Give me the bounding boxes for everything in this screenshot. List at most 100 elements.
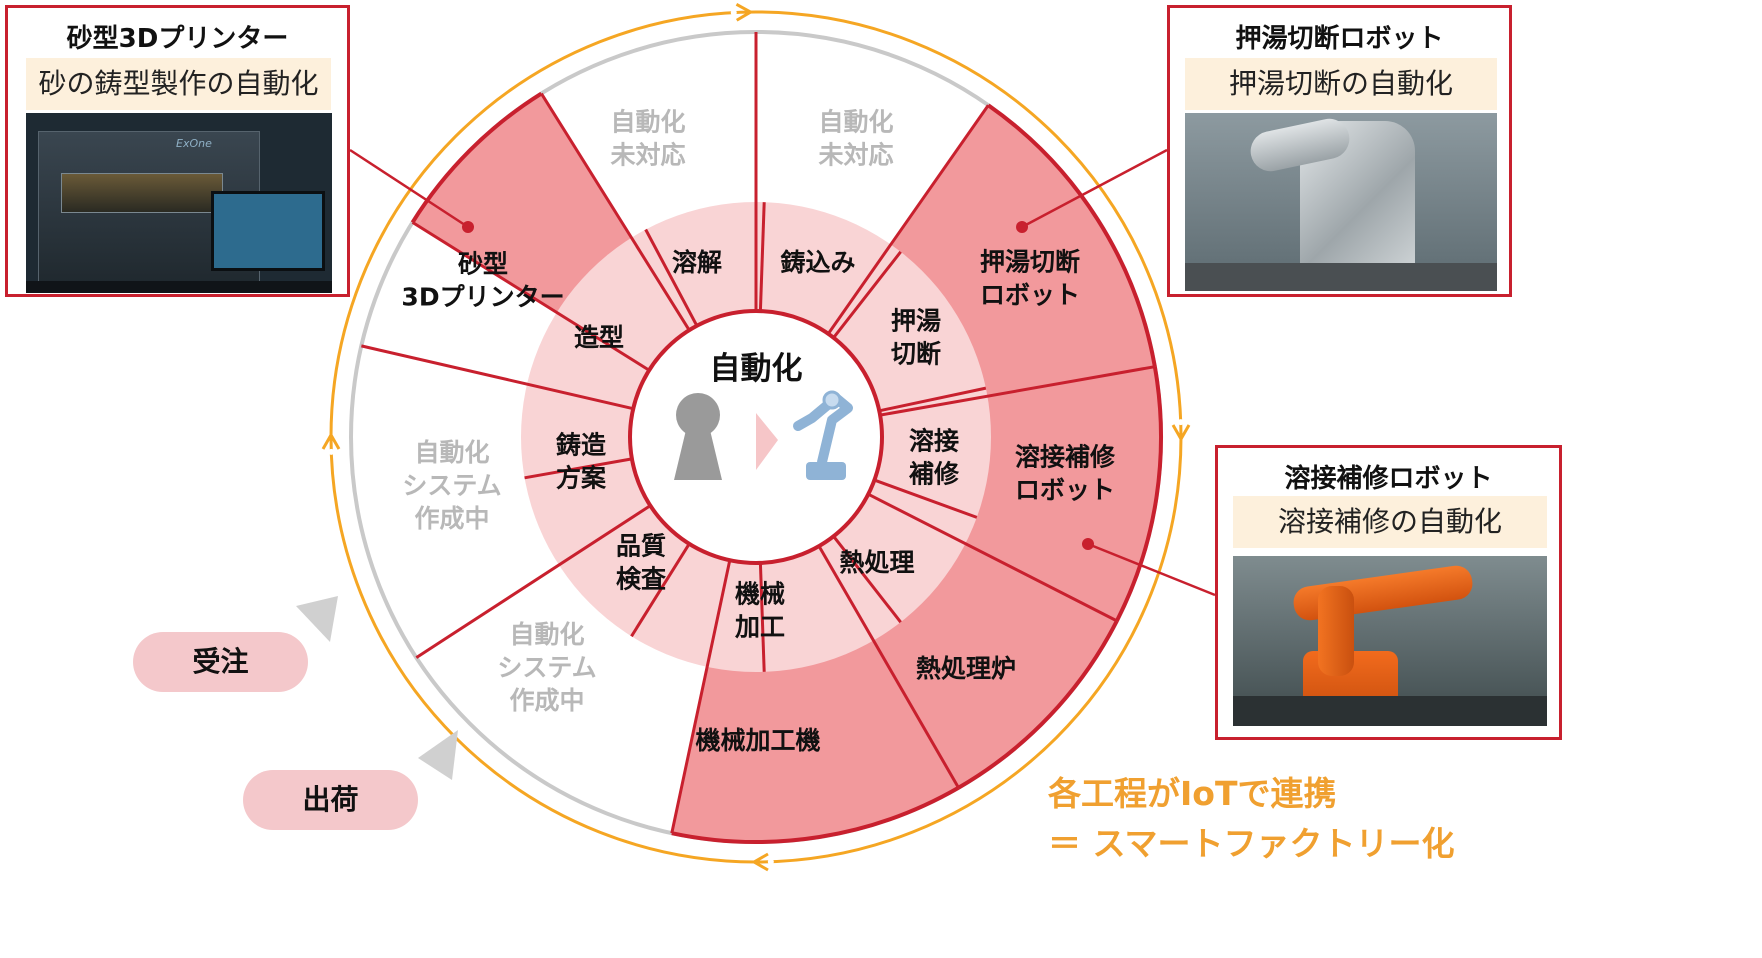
- iot-flow-ring: [321, 2, 1191, 872]
- segment-divider: [670, 559, 732, 834]
- arrow-chevron: [735, 2, 753, 22]
- ring-gap: [767, 858, 774, 865]
- outer-label-machine: 機械加工機: [695, 726, 820, 755]
- weld-robot-photo: [1233, 556, 1547, 726]
- inner-divider: [758, 202, 766, 312]
- callout-subtitle: 溶接補修の自動化: [1233, 496, 1547, 548]
- label-line: 未対応: [818, 140, 893, 169]
- label-line: 方案: [556, 463, 607, 492]
- inner-divider: [644, 228, 699, 327]
- label-line: 砂型: [458, 249, 508, 278]
- inner-divider: [630, 543, 691, 638]
- outer-label-weld: 溶接補修ロボット: [1015, 442, 1116, 504]
- outer-segment-machine: [672, 639, 958, 841]
- label-line: 品質: [616, 531, 666, 560]
- callout-title: 砂型3Dプリンター: [66, 24, 289, 54]
- outer-segment-cut: [890, 106, 1154, 397]
- outer-segment-edge: [410, 91, 543, 224]
- callout-subtitle: 押湯切断の自動化: [1185, 58, 1497, 110]
- label-line: 検査: [616, 564, 666, 593]
- ship-pill: 出荷: [243, 770, 418, 830]
- robot-upper-arm: [1318, 586, 1354, 676]
- ring-arrow-head: [735, 2, 753, 22]
- outer-label-left: 自動化システム作成中: [402, 438, 501, 533]
- outer-segment-weld: [964, 366, 1160, 621]
- outer-segment-heat: [873, 543, 1116, 787]
- inner-label: 造型: [574, 323, 624, 352]
- inner-label: 鋳込み: [780, 248, 855, 277]
- ring-arrow-head: [752, 852, 769, 872]
- label-line: 切断: [891, 339, 941, 368]
- sand-printer-photo: ExOne: [26, 113, 332, 293]
- inner-label: 鋳造方案: [556, 430, 607, 492]
- label-line: 溶解: [672, 248, 722, 277]
- outer-label-cut: 押湯切断ロボット: [980, 247, 1080, 309]
- outer-segment-edge: [957, 619, 1119, 790]
- label-line: 自動化: [509, 620, 584, 649]
- label-line: 自動化: [610, 107, 685, 136]
- inner-divider: [878, 386, 987, 413]
- ring-gap: [1177, 419, 1184, 426]
- outer-segment-edge: [671, 786, 960, 844]
- callout-subtitle: 砂の鋳型製作の自動化: [26, 58, 331, 110]
- label-line: システム: [402, 471, 501, 500]
- inner-label: 溶解: [672, 248, 722, 277]
- iot-line-1: 各工程がIoTで連携: [1048, 774, 1337, 813]
- inner-label: 熱処理: [839, 548, 914, 577]
- leader-lines: [296, 148, 1216, 780]
- label-line: 加工: [734, 612, 785, 641]
- label-line: システム: [497, 653, 596, 682]
- outer-segment-sand: [413, 94, 632, 313]
- segment-divider: [827, 104, 990, 335]
- robot-joint: [822, 390, 842, 410]
- label-line: 熱処理: [839, 548, 914, 577]
- label-line: 3Dプリンター: [401, 282, 564, 311]
- label-line: 作成中: [414, 504, 489, 533]
- inner-divider: [832, 250, 902, 339]
- inner-divider: [524, 457, 633, 480]
- callout-weld-robot: 溶接補修ロボット 溶接補修の自動化: [1215, 445, 1562, 740]
- outer-segment-edge: [1115, 366, 1163, 622]
- leader-dot: [1082, 538, 1094, 550]
- ship-flow-arrow: [418, 730, 458, 780]
- center-disc: 自動化: [628, 309, 884, 565]
- printer-screen: [211, 191, 325, 271]
- ring-gap: [328, 448, 335, 455]
- inner-label: 溶接補修: [908, 426, 960, 488]
- inner-label: 押湯切断: [891, 306, 941, 368]
- order-pill: 受注: [133, 632, 308, 692]
- arrow-chevron: [752, 852, 769, 872]
- segment-divider: [867, 492, 1118, 623]
- printer-legs: [26, 281, 332, 293]
- iot-line-2: ＝ スマートファクトリー化: [1048, 824, 1455, 863]
- arrow-chevron: [321, 433, 341, 450]
- segment-divider: [411, 221, 650, 372]
- outer-label-heat: 熱処理炉: [916, 654, 1016, 683]
- floor: [1185, 263, 1497, 291]
- label-line: 自動化: [818, 107, 893, 136]
- person-icon: [676, 393, 720, 437]
- printer-window: [61, 173, 223, 213]
- inner-label: 機械加工: [734, 579, 785, 641]
- callout-leader-line: [1021, 148, 1168, 229]
- label-line: 未対応: [610, 140, 685, 169]
- callout-cut-robot: 押湯切断ロボット 押湯切断の自動化: [1167, 5, 1512, 297]
- robot-arm-link: [793, 393, 853, 467]
- callout-leader-line: [1087, 542, 1216, 597]
- label-line: 押湯: [891, 306, 941, 335]
- inner-divider: [832, 535, 902, 624]
- label-line: ロボット: [1015, 475, 1115, 504]
- outer-label-bottom-left: 自動化システム作成中: [497, 620, 596, 715]
- ring-arrow-head: [321, 433, 341, 450]
- outer-label-sand: 砂型 3Dプリンター: [401, 249, 564, 311]
- label-line: 造型: [574, 323, 624, 352]
- label-line: 溶接: [909, 426, 959, 455]
- outer-label-top-left: 自動化未対応: [610, 107, 685, 169]
- inner-label: 品質検査: [616, 531, 666, 593]
- order-flow-arrow: [296, 596, 338, 642]
- ring-gap: [730, 9, 737, 16]
- leader-dot: [1016, 221, 1028, 233]
- segment-divider: [540, 92, 691, 331]
